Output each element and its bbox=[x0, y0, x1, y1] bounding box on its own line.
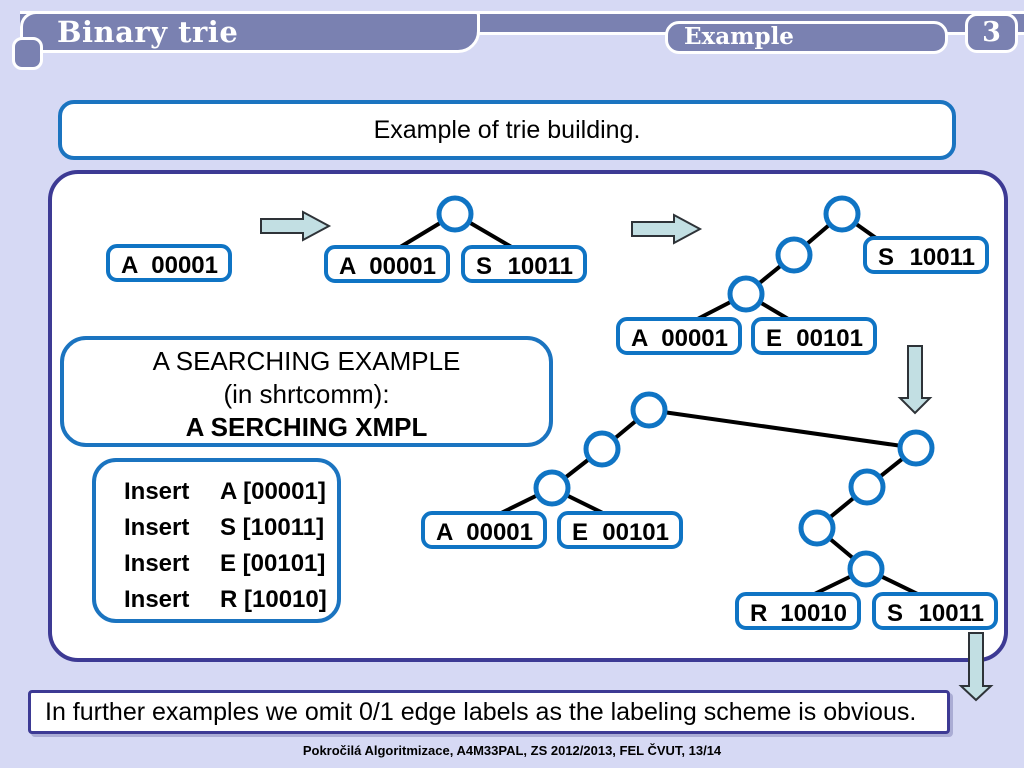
insert-verb: Insert bbox=[124, 550, 190, 577]
page-number: 3 bbox=[982, 17, 1001, 48]
subtitle-box: Example of trie building. bbox=[58, 100, 956, 160]
insert-arg: R [10010] bbox=[220, 586, 327, 613]
subtitle-text: Example of trie building. bbox=[373, 115, 641, 144]
header-corner-square bbox=[12, 37, 43, 70]
page-number-badge: 3 bbox=[965, 13, 1018, 53]
note-box: In further examples we omit 0/1 edge lab… bbox=[28, 690, 950, 734]
searching-line-2: (in shrtcomm): bbox=[223, 379, 390, 409]
searching-example-box: A SEARCHING EXAMPLE (in shrtcomm): A SER… bbox=[60, 336, 553, 447]
insert-arg: S [10011] bbox=[220, 514, 325, 541]
insert-arg: A [00001] bbox=[220, 478, 326, 505]
insert-row: Insert S [10011] bbox=[124, 510, 337, 546]
searching-line-3: A SERCHING XMPL bbox=[185, 412, 428, 442]
insert-verb: Insert bbox=[124, 478, 190, 505]
section-tab-label: Example bbox=[684, 23, 794, 50]
searching-line-1: A SEARCHING EXAMPLE bbox=[152, 346, 461, 376]
footer-text: Pokročilá Algoritmizace, A4M33PAL, ZS 20… bbox=[302, 743, 722, 758]
insert-row: Insert E [00101] bbox=[124, 546, 337, 582]
insert-verb: Insert bbox=[124, 514, 190, 541]
insert-row: Insert A [00001] bbox=[124, 474, 337, 510]
insert-row: Insert R [10010] bbox=[124, 582, 337, 618]
slide-title: Binary trie bbox=[57, 15, 239, 49]
insert-verb: Insert bbox=[124, 586, 190, 613]
insert-arg: E [00101] bbox=[220, 550, 326, 577]
insert-list-box: Insert A [00001] Insert S [10011] Insert… bbox=[92, 458, 341, 623]
slide-title-bar: Binary trie bbox=[20, 11, 480, 53]
note-text: In further examples we omit 0/1 edge lab… bbox=[45, 697, 917, 726]
section-tab: Example bbox=[665, 21, 948, 54]
